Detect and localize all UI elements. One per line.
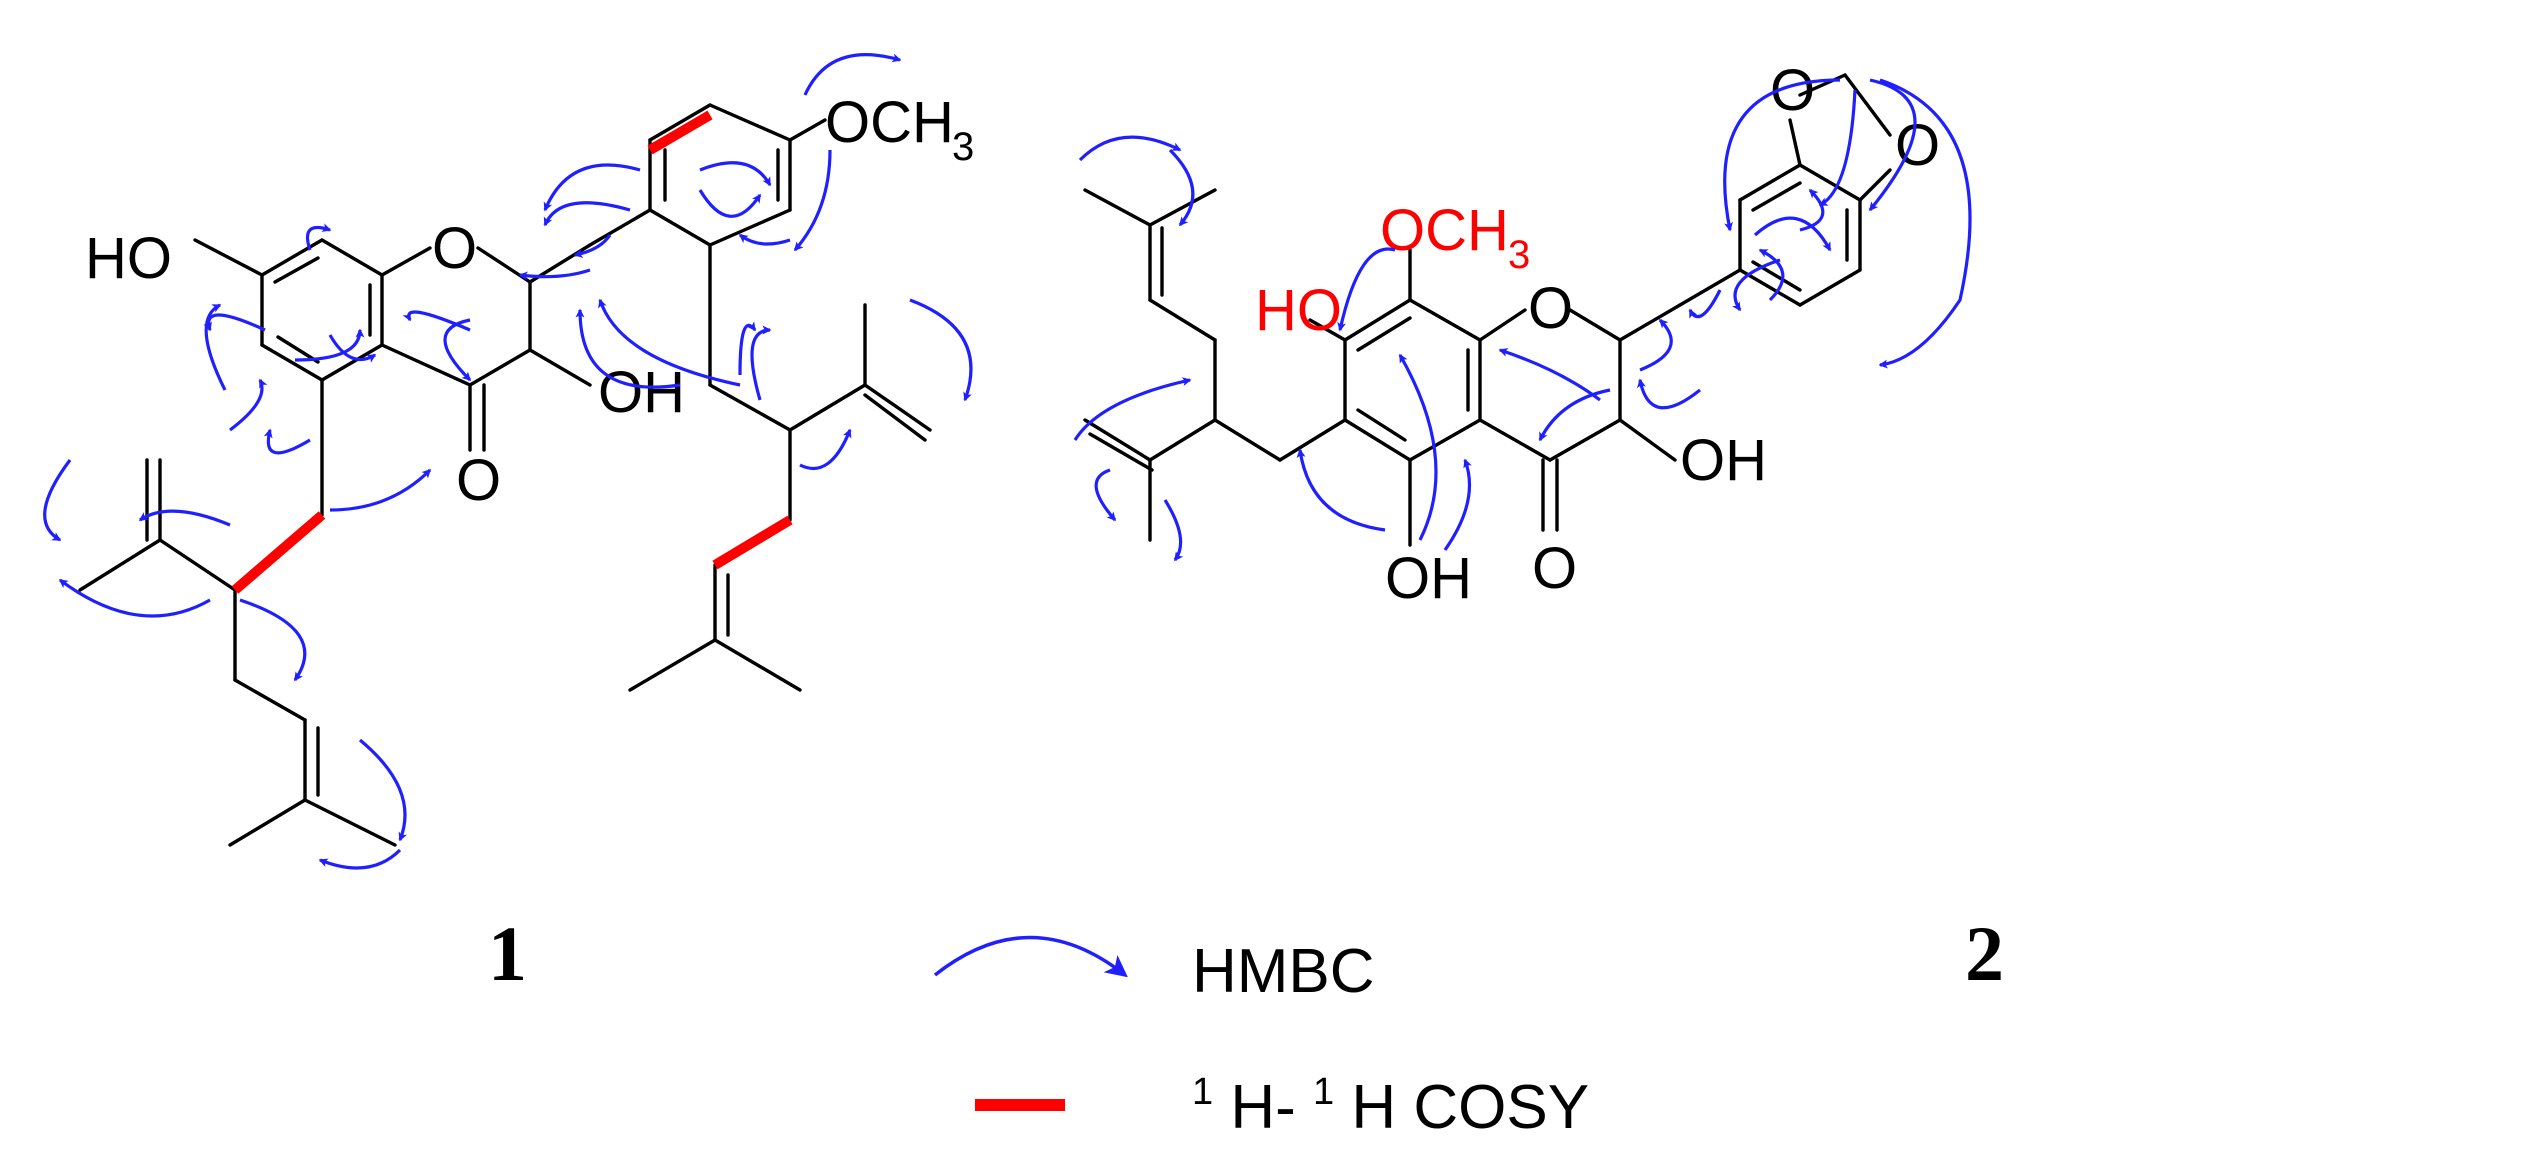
compound-1-cosy-bonds xyxy=(231,110,793,594)
legend-cosy-label: 1 H- 1 H COSY xyxy=(1192,1049,1589,1142)
compound-2-dioxole-o2-label: O xyxy=(1895,113,1940,178)
compound-1-ho-label: HO xyxy=(85,226,172,291)
legend: HMBC 1 H- 1 H COSY xyxy=(933,935,1589,1142)
compound-1-ring-o-label: O xyxy=(432,216,477,281)
compound-1-och3-subscript: 3 xyxy=(952,125,974,169)
legend-cosy-sup1: 1 xyxy=(1192,1071,1213,1113)
compound-1-b-sidechain xyxy=(628,243,932,692)
compound-2-ring-b xyxy=(1678,73,1892,307)
compound-2-number: 2 xyxy=(1965,910,2004,997)
compound-1-hmbc-arrows xyxy=(43,53,973,870)
compound-1-carbonyl-o-label: O xyxy=(456,448,501,513)
compound-2-hmbc-arrows xyxy=(1073,78,1972,562)
compound-1-number: 1 xyxy=(488,910,527,997)
compound-2-ring-a xyxy=(1308,248,1482,547)
legend-cosy-h2: H COSY xyxy=(1351,1073,1589,1142)
compound-2-ring-o-label: O xyxy=(1528,276,1573,341)
legend-hmbc-arrow xyxy=(933,935,1128,978)
compound-2-structure: HO OCH 3 O OH O OH O O xyxy=(1073,58,1972,611)
legend-cosy-sup2: 1 xyxy=(1313,1071,1334,1113)
compound-1-ring-a xyxy=(193,238,384,382)
legend-hmbc-label: HMBC xyxy=(1192,937,1375,1006)
compound-2-ho-label: HO xyxy=(1255,278,1342,343)
compound-2-carbonyl-o-label: O xyxy=(1532,536,1577,601)
compound-1-oh-label: OH xyxy=(598,360,685,425)
compound-1-och3-label: OCH xyxy=(825,90,954,155)
compound-2-och3-label: OCH xyxy=(1380,198,1509,263)
legend-cosy-h1: H- xyxy=(1230,1073,1295,1142)
compound-2-sidechain xyxy=(1083,188,1347,542)
compound-1-a-sidechain xyxy=(78,378,397,847)
compound-2-ring-c xyxy=(1478,303,1682,532)
compound-2-oh-right-label: OH xyxy=(1680,428,1767,493)
compound-1-ring-b xyxy=(588,103,827,247)
compound-2-oh-bottom-label: OH xyxy=(1385,546,1472,611)
compound-2-och3-subscript: 3 xyxy=(1508,233,1530,277)
compound-1-structure: HO O OH O OCH 3 xyxy=(43,53,974,870)
